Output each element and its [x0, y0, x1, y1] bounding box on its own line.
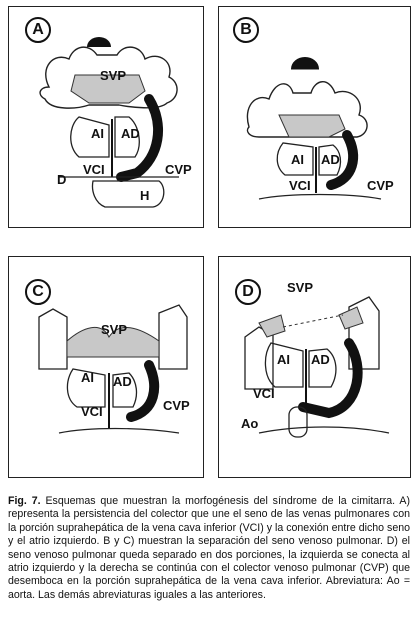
panel-b-badge: B	[233, 17, 259, 43]
panel-a: A SVP AI AD VCI CVP D H	[8, 6, 204, 228]
ao-label: Ao	[241, 416, 259, 431]
svp-label: SVP	[101, 322, 128, 337]
diagram-d	[244, 296, 390, 438]
ad-label: AD	[311, 352, 330, 367]
svp-label: SVP	[100, 68, 127, 83]
ai-label: AI	[277, 352, 290, 367]
vci-label: VCI	[83, 162, 105, 177]
figure-caption: Fig. 7. Esquemas que muestran la morfogé…	[8, 495, 410, 602]
svp-label: SVP	[287, 280, 314, 295]
panel-d: D SVP AI AD VCI Ao	[218, 256, 411, 478]
vci-label: VCI	[253, 386, 275, 401]
cvp-label: CVP	[163, 398, 190, 413]
caption-text: Esquemas que muestran la morfogénesis de…	[8, 495, 411, 601]
panel-d-badge: D	[235, 279, 261, 305]
vci-label: VCI	[81, 404, 103, 419]
ai-label: AI	[91, 126, 104, 141]
diagram-c	[38, 304, 188, 434]
ad-label: AD	[121, 126, 140, 141]
d-label: D	[57, 172, 67, 187]
ai-label: AI	[81, 370, 94, 385]
diagram-b	[246, 57, 382, 200]
ad-label: AD	[321, 152, 340, 167]
panel-c-badge: C	[25, 279, 51, 305]
panel-c: C SVP AI AD VCI CVP	[8, 256, 204, 478]
vci-label: VCI	[289, 178, 311, 193]
cvp-label: CVP	[165, 162, 192, 177]
diagram-a	[39, 37, 179, 208]
cvp-label: CVP	[367, 178, 394, 193]
panel-a-badge: A	[25, 17, 51, 43]
figure-number: Fig. 7.	[8, 495, 41, 507]
panel-b: B AI AD VCI CVP	[218, 6, 411, 228]
ai-label: AI	[291, 152, 304, 167]
h-label: H	[140, 188, 150, 203]
ad-label: AD	[113, 374, 132, 389]
